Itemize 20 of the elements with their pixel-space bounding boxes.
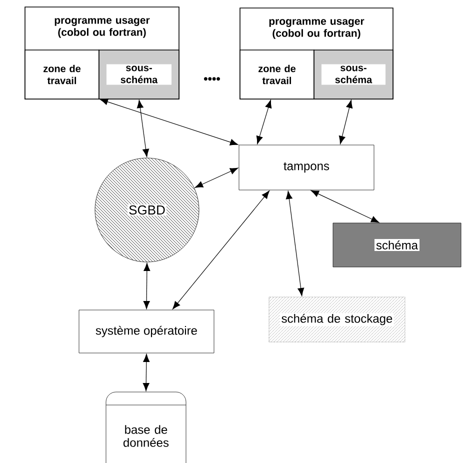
arrow	[142, 354, 150, 392]
arrow	[172, 190, 270, 310]
arrow	[194, 168, 238, 188]
arrow	[143, 262, 150, 310]
subschema-box: sous-schéma	[314, 50, 394, 100]
ellipsis: ••••	[204, 77, 220, 81]
arrow	[286, 190, 304, 296]
storage-schema-box: schéma de stockage	[268, 296, 406, 342]
schema-box: schéma	[332, 222, 462, 268]
arrow	[338, 100, 353, 144]
process-box: système opératoire	[78, 310, 214, 354]
arrow	[256, 100, 272, 144]
arrow	[136, 100, 150, 158]
work-area-box: zone de travail	[24, 50, 100, 100]
process-box: tampons	[238, 144, 374, 190]
subschema-box: sous-schéma	[98, 50, 180, 100]
arrow	[100, 98, 238, 146]
database-drum: base de données	[106, 392, 186, 463]
arrow	[310, 190, 380, 223]
work-area-box: zone de travail	[240, 50, 314, 100]
